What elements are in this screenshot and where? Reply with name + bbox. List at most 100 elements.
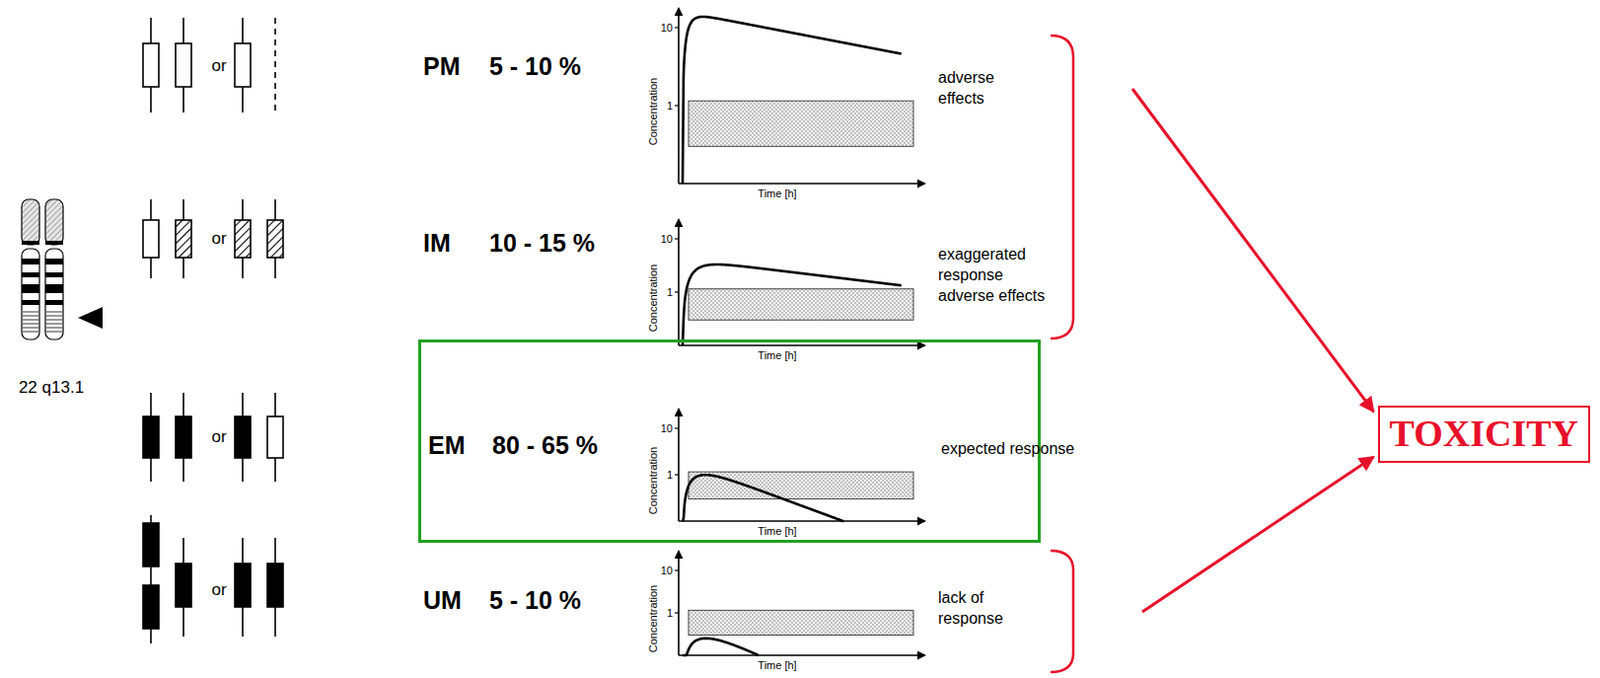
chromosome-band [45, 240, 64, 245]
axis-title: Concentration [647, 446, 660, 515]
chromosome-stripe [46, 319, 63, 321]
allele-box [267, 416, 284, 458]
axis-tick [674, 611, 679, 613]
tick-label: 10 [660, 564, 673, 578]
allele-symbol [175, 392, 192, 482]
band-label: 22 q13.1 [18, 377, 84, 398]
concentration-chart [674, 550, 926, 655]
therapeutic-range [688, 609, 914, 635]
axis-title: Concentration [647, 584, 660, 654]
y-axis [677, 218, 680, 346]
allele-line [274, 17, 277, 113]
allele-symbol [267, 392, 284, 482]
axis-title: Time [h] [757, 349, 797, 363]
chromosome-stripe [46, 311, 63, 313]
tick-label: 10 [660, 232, 673, 246]
chromosome [21, 199, 40, 340]
or-word: or [211, 228, 226, 249]
phenotype-code: IM [423, 228, 451, 258]
frequency-value: 5 - 10 % [489, 52, 582, 81]
concentration-curve [682, 638, 759, 655]
chromosome-stripe [22, 323, 39, 325]
chromosome-band [21, 258, 40, 265]
allele-box [175, 416, 192, 458]
concentration-chart [674, 218, 926, 346]
allele-symbol [143, 199, 159, 279]
allele-symbol [143, 17, 159, 113]
allele-box [143, 219, 159, 258]
allele-box [143, 43, 159, 87]
allele-symbol [175, 17, 192, 113]
bracket [1050, 35, 1074, 339]
chromosome-band [21, 272, 40, 278]
allele-box [143, 522, 159, 567]
y-axis [677, 7, 680, 184]
axis-tick [674, 237, 679, 239]
tick-label: 10 [660, 21, 673, 35]
therapeutic-range [688, 289, 914, 321]
y-axis [677, 408, 680, 521]
concentration-curve [682, 474, 844, 521]
allele-box [234, 563, 251, 607]
phenotype-code: UM [423, 585, 462, 615]
tick-label: 1 [666, 99, 673, 113]
chromosome-p-arm [21, 199, 40, 245]
axis-title: Time [h] [757, 187, 797, 201]
x-axis [678, 182, 926, 185]
outcome-box: TOXICITY [1378, 405, 1591, 463]
allele-box [267, 219, 284, 258]
response-note: exaggerated response adverse effects [938, 244, 1059, 306]
concentration-curve [682, 264, 902, 346]
chromosome-stripe [46, 327, 63, 329]
concentration-chart [674, 408, 926, 521]
or-word: or [211, 580, 226, 600]
phenotype-code: EM [428, 431, 466, 460]
chromosome-band [21, 284, 40, 293]
chromosome-stripe [22, 327, 39, 329]
x-axis [678, 519, 926, 522]
chromosome-band [45, 284, 64, 293]
allele-symbol [234, 17, 251, 113]
pointer-arrow [1142, 456, 1375, 612]
allele-symbol [275, 17, 277, 113]
chromosome-band [45, 272, 64, 278]
frequency-value: 5 - 10 % [489, 585, 582, 615]
allele-box [143, 584, 159, 629]
tick-label: 1 [666, 468, 673, 482]
chromosome-stripe [46, 331, 63, 333]
concentration-chart [674, 7, 926, 184]
chromosome-p-arm [45, 199, 64, 245]
allele-box [143, 416, 159, 458]
allele-symbol [267, 199, 284, 279]
axis-tick [674, 104, 679, 106]
therapeutic-range [688, 471, 914, 499]
allele-box [175, 43, 192, 87]
allele-box [234, 219, 251, 258]
chromosome-band [45, 299, 64, 305]
chromosome-stripe [22, 311, 39, 313]
axis-title: Concentration [647, 264, 660, 333]
frequency-value: 80 - 65 % [492, 431, 598, 460]
chromosome-pair [21, 199, 64, 340]
chromosome-band [21, 240, 40, 245]
axis-tick [674, 290, 679, 292]
axis-tick [674, 473, 679, 475]
y-axis [677, 550, 680, 655]
allele-symbol [143, 392, 159, 482]
axis-tick [674, 569, 679, 571]
chromosome-stripe [22, 331, 39, 333]
response-note: adverse effects [938, 68, 1018, 110]
allele-symbol [143, 514, 159, 644]
allele-box [175, 219, 192, 258]
axis-title: Concentration [647, 77, 660, 146]
allele-symbol [267, 537, 284, 637]
bracket [1050, 550, 1074, 672]
chromosome-band [21, 299, 40, 305]
allele-symbol [234, 392, 251, 482]
frequency-value: 10 - 15 % [489, 228, 595, 258]
axis-tick [674, 427, 679, 429]
allele-symbol [234, 537, 251, 637]
response-note: expected response [941, 439, 1020, 458]
phenotype-code: PM [423, 52, 461, 81]
